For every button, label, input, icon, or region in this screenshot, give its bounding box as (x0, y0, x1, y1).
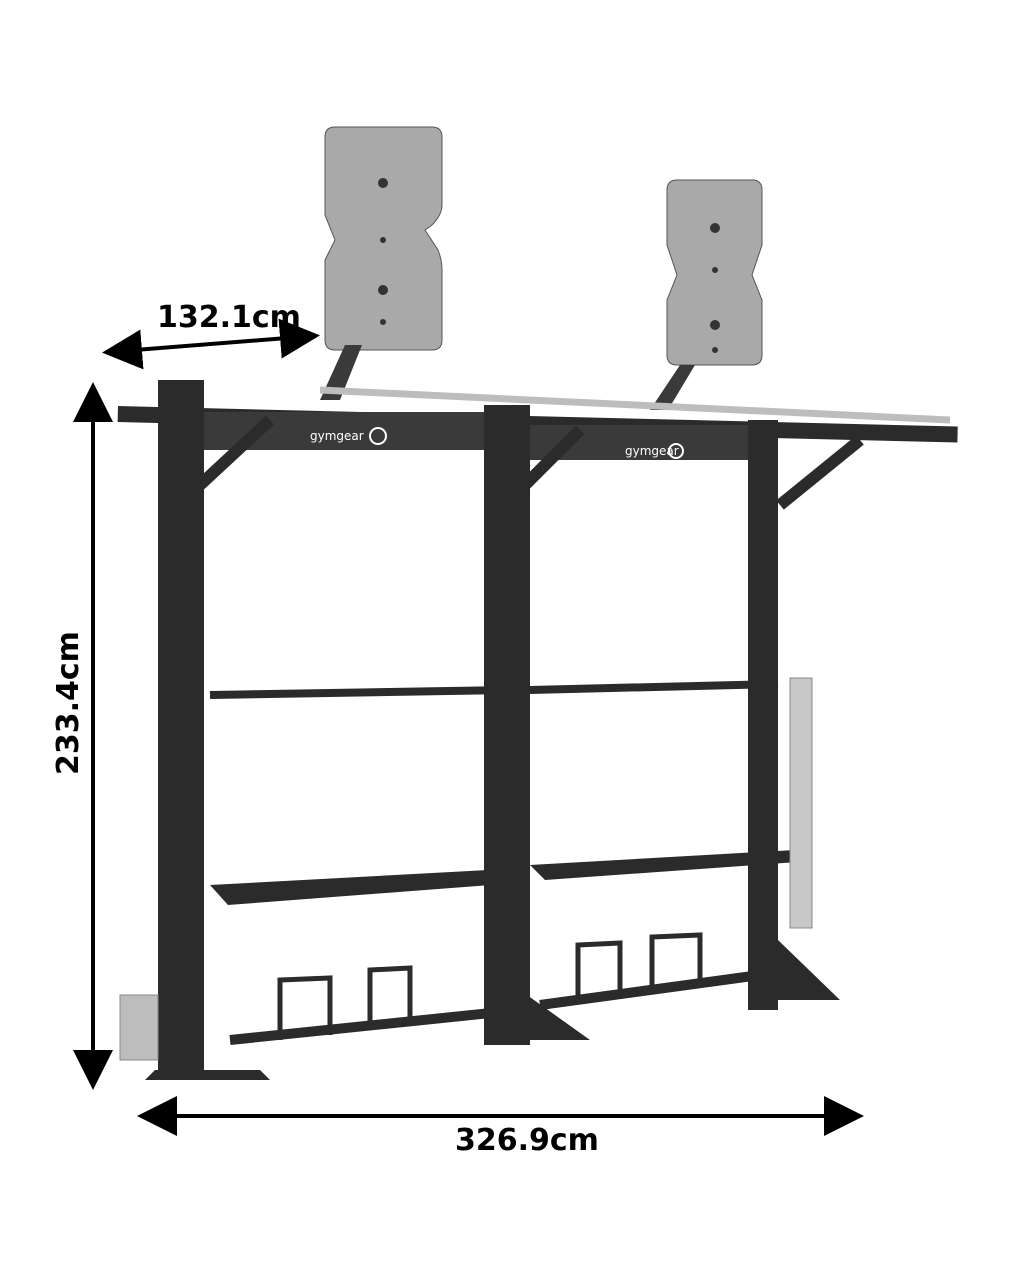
upright-left (158, 380, 204, 1070)
brand-logo-left: gymgear (310, 429, 364, 443)
depth-arrow (102, 318, 320, 370)
brand-logo-right: gymgear (625, 444, 679, 458)
depth-label: 132.1cm (157, 300, 301, 335)
height-label: 233.4cm (51, 631, 86, 775)
target-plate-right (666, 179, 763, 366)
shelf-right (530, 850, 798, 880)
width-label: 326.9cm (455, 1123, 599, 1158)
upright-right (748, 420, 778, 1010)
storage-bar-right (529, 680, 779, 694)
storage-bar-left (209, 686, 511, 699)
shelf-left (210, 868, 530, 905)
upright-middle (484, 405, 530, 1045)
target-plate-left (324, 126, 443, 351)
